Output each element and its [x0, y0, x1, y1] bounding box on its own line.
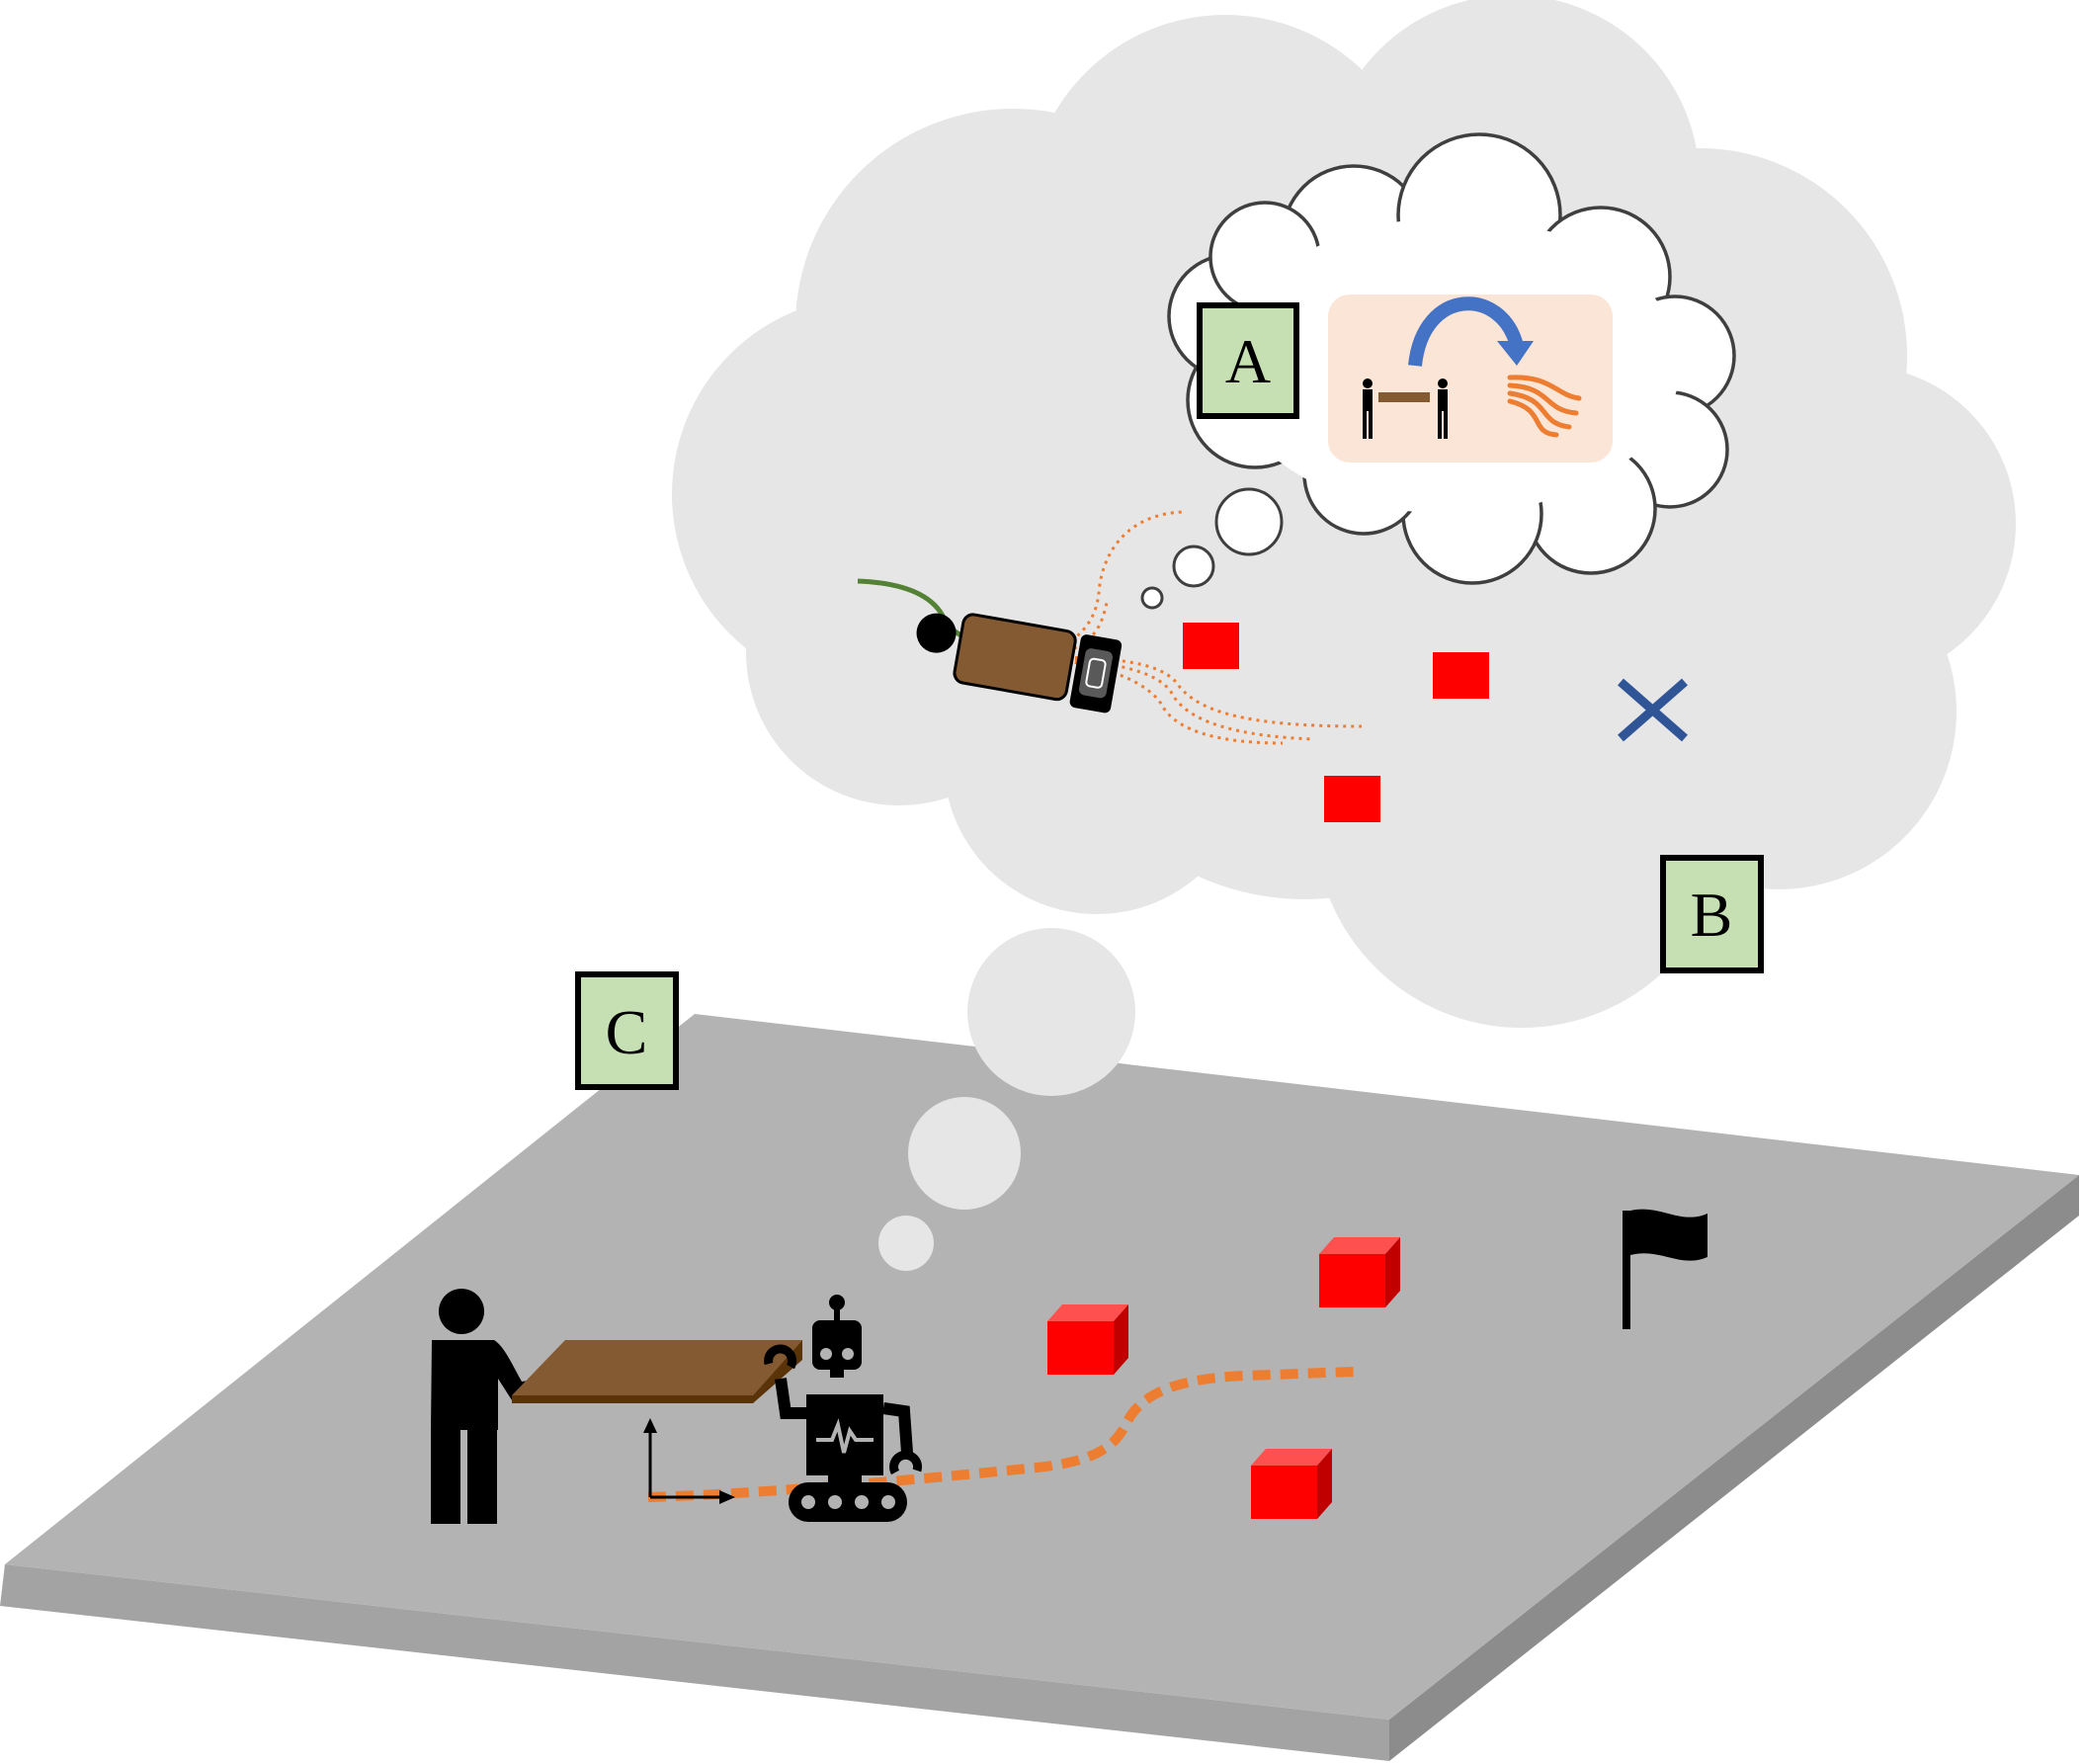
thought-bubble-medium — [908, 1097, 1021, 1210]
floor-plane — [0, 1014, 2079, 1761]
floor-side-front — [0, 1564, 1389, 1761]
label-box-c: C — [575, 971, 679, 1090]
thought-bubble-small — [878, 1216, 934, 1271]
trajectory-fan-icon — [1507, 375, 1582, 438]
task-inference-panel — [1328, 294, 1613, 462]
floor-top — [5, 1014, 2079, 1720]
label-box-a: A — [1197, 302, 1299, 419]
flag-icon — [1623, 1209, 1707, 1329]
person-icon — [431, 1289, 546, 1524]
robot-icon — [764, 1295, 923, 1522]
robot-path — [647, 1367, 1363, 1502]
topdown-human-robot — [916, 613, 1123, 714]
label-b-text: B — [1691, 880, 1733, 950]
belief-scene — [857, 510, 1688, 822]
inference-bubble-medium — [1172, 545, 1215, 588]
curved-arrow-icon — [1408, 296, 1524, 367]
label-a-text: A — [1225, 326, 1271, 396]
physical-scene — [431, 1209, 1707, 1524]
x-mark-icon — [1618, 678, 1688, 742]
inference-bubble-small — [1140, 586, 1164, 610]
inference-bubble-large — [1214, 487, 1284, 556]
thought-trail — [878, 928, 1135, 1271]
thought-bubble-large — [967, 928, 1135, 1096]
obstacle-cube — [1251, 1449, 1332, 1519]
arrow-head — [1497, 341, 1534, 366]
belief-obstacle — [1324, 776, 1380, 822]
topdown-table — [953, 613, 1077, 702]
topdown-robot-icon — [1069, 634, 1123, 714]
belief-obstacle — [1183, 623, 1239, 669]
floor-side-right — [1389, 1175, 2079, 1761]
coordinate-frame — [643, 1418, 735, 1504]
topdown-human-icon — [916, 613, 957, 653]
two-people-carrying-icon — [1363, 378, 1448, 439]
belief-obstacle — [1433, 652, 1489, 699]
obstacle-cube — [1047, 1304, 1128, 1375]
label-box-b: B — [1660, 855, 1764, 973]
label-c-text: C — [606, 997, 648, 1067]
obstacle-cube — [1319, 1237, 1400, 1307]
